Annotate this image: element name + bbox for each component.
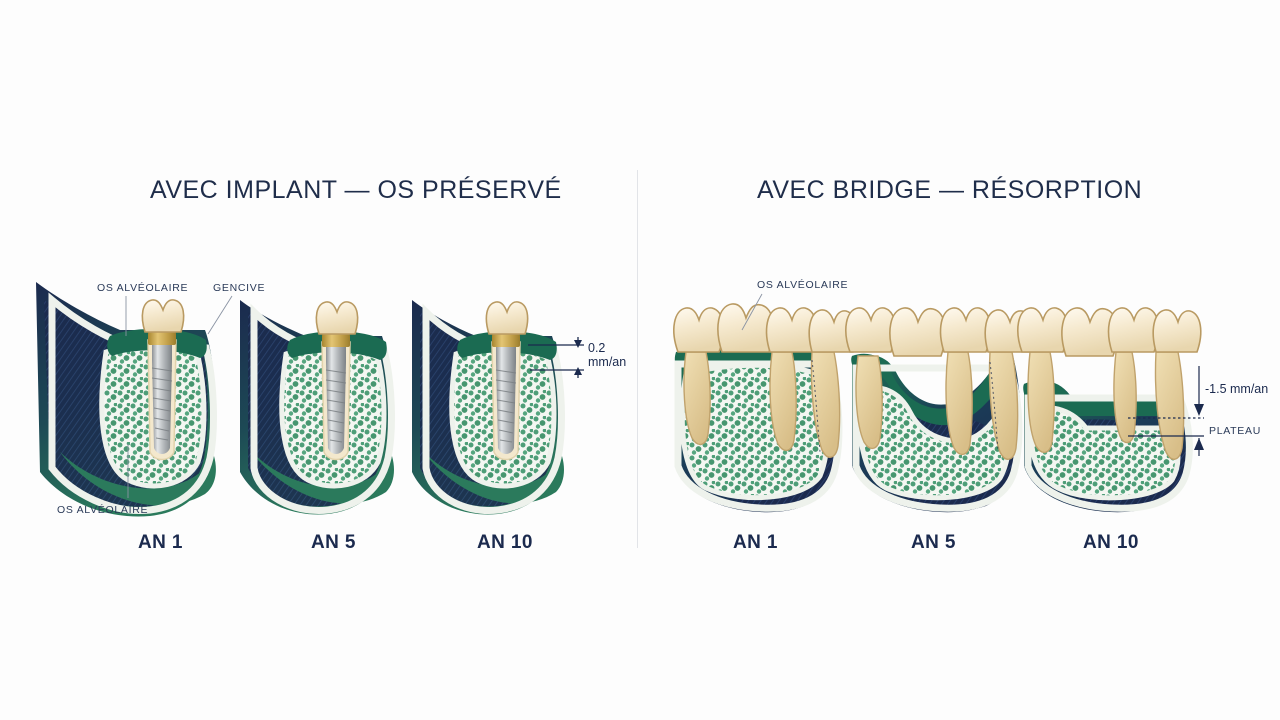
label-os-alveolaire-right: OS ALVÉOLAIRE <box>757 279 849 291</box>
right-panel-title: AVEC BRIDGE — RÉSORPTION <box>757 176 1143 204</box>
measure-label-right: -1.5 mm/an <box>1205 382 1269 396</box>
measure-unit-left: mm/an <box>588 355 627 370</box>
leader-lines-right <box>741 293 763 331</box>
measure-value-left: 0.2 <box>588 341 606 355</box>
label-plateau: PLATEAU <box>1209 425 1261 437</box>
left-panel-illustration <box>36 282 584 517</box>
caption-left-an5: AN 5 <box>311 532 356 553</box>
implant-stage-an10 <box>412 300 565 515</box>
bridge-stage-an10 <box>1017 307 1202 513</box>
leader-lines-left <box>125 295 233 498</box>
caption-right-an1: AN 1 <box>733 532 778 553</box>
implant-stage-an5 <box>240 300 395 515</box>
label-os-alveolaire-bottom: OS ALVÉOLAIRE <box>57 504 149 516</box>
caption-left-an10: AN 10 <box>477 532 533 553</box>
right-panel-illustration <box>673 293 1204 513</box>
caption-right-an10: AN 10 <box>1083 532 1139 553</box>
implant-stage-an1 <box>36 282 217 517</box>
bridge-stage-an1 <box>673 303 858 513</box>
panel-divider <box>637 170 638 548</box>
measure-label-left: 0.2 mm/an <box>588 341 626 370</box>
caption-left-an1: AN 1 <box>138 532 183 553</box>
caption-right-an5: AN 5 <box>911 532 956 553</box>
left-panel-title: AVEC IMPLANT — OS PRÉSERVÉ <box>150 176 562 204</box>
label-gencive: GENCIVE <box>213 282 266 294</box>
bridge-stage-an5 <box>845 307 1034 513</box>
label-os-alveolaire-top: OS ALVÉOLAIRE <box>97 282 189 294</box>
